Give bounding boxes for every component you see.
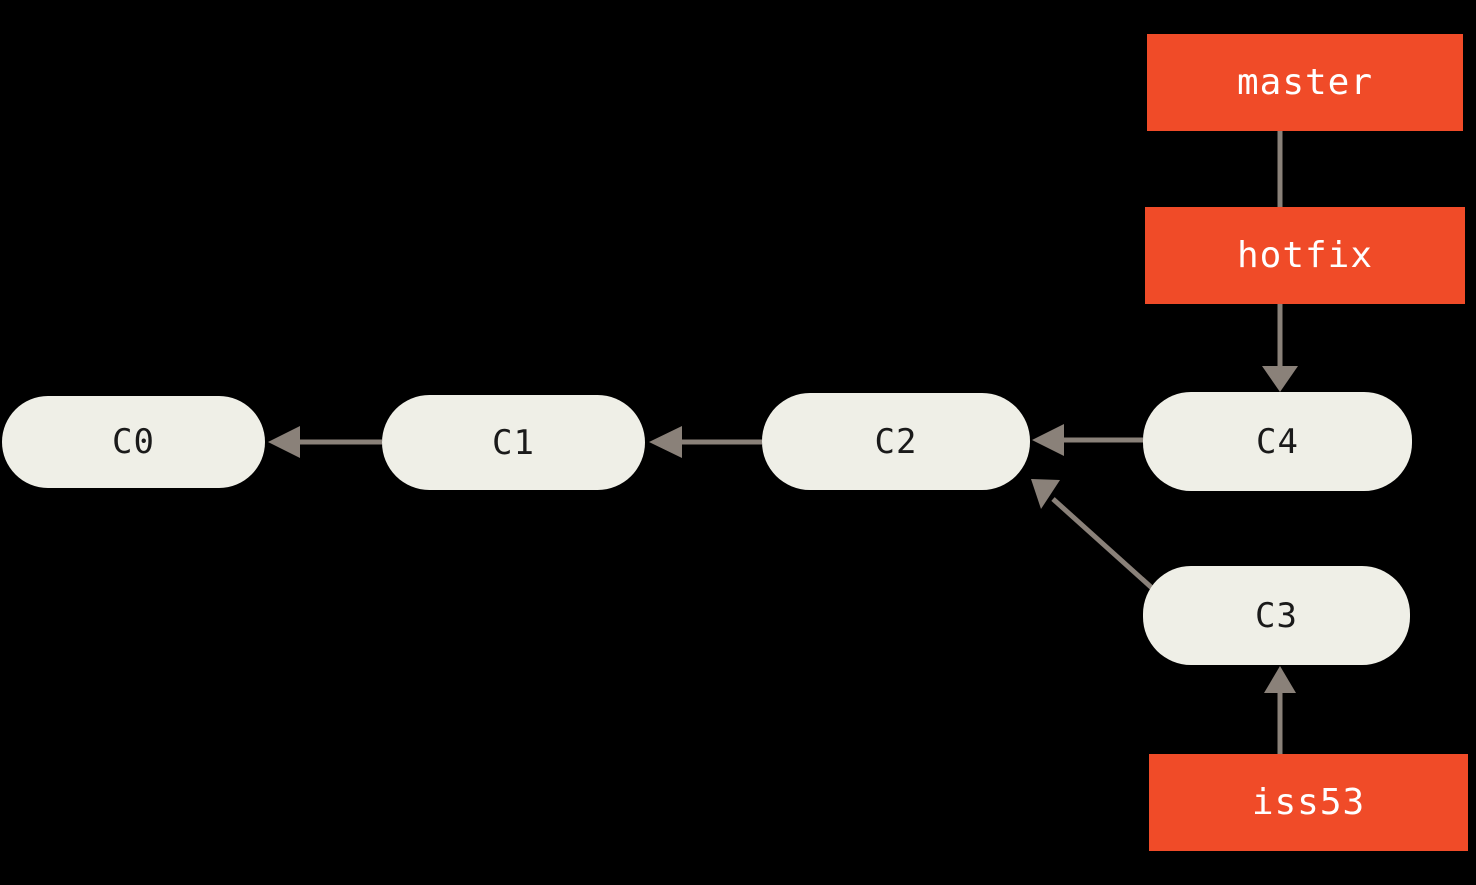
branch-name: hotfix [1236,234,1374,276]
edge-c4-to-c2 [1032,424,1143,456]
edge-c2-to-c1 [649,426,762,458]
branch-name: master [1236,61,1374,103]
commit-label: C3 [1255,595,1298,636]
edge-hotfix-to-c4 [1262,304,1298,392]
commit-node-c3[interactable]: C3 [1143,566,1410,665]
commit-node-c1[interactable]: C1 [382,395,645,490]
commit-node-c2[interactable]: C2 [762,393,1030,490]
commit-label: C1 [492,422,535,463]
commit-node-c4[interactable]: C4 [1143,392,1412,491]
edge-c3-to-c2 [1031,479,1154,590]
branch-label-master[interactable]: master [1147,34,1463,131]
branch-label-hotfix[interactable]: hotfix [1145,207,1465,304]
edge-c1-to-c0 [268,426,382,458]
commit-node-c0[interactable]: C0 [2,396,265,488]
commit-label: C0 [112,422,155,462]
branch-name: iss53 [1251,781,1366,823]
edge-iss53-to-c3 [1264,666,1296,754]
commit-label: C2 [874,421,918,462]
branch-label-iss53[interactable]: iss53 [1149,754,1468,851]
commit-label: C4 [1256,421,1299,462]
